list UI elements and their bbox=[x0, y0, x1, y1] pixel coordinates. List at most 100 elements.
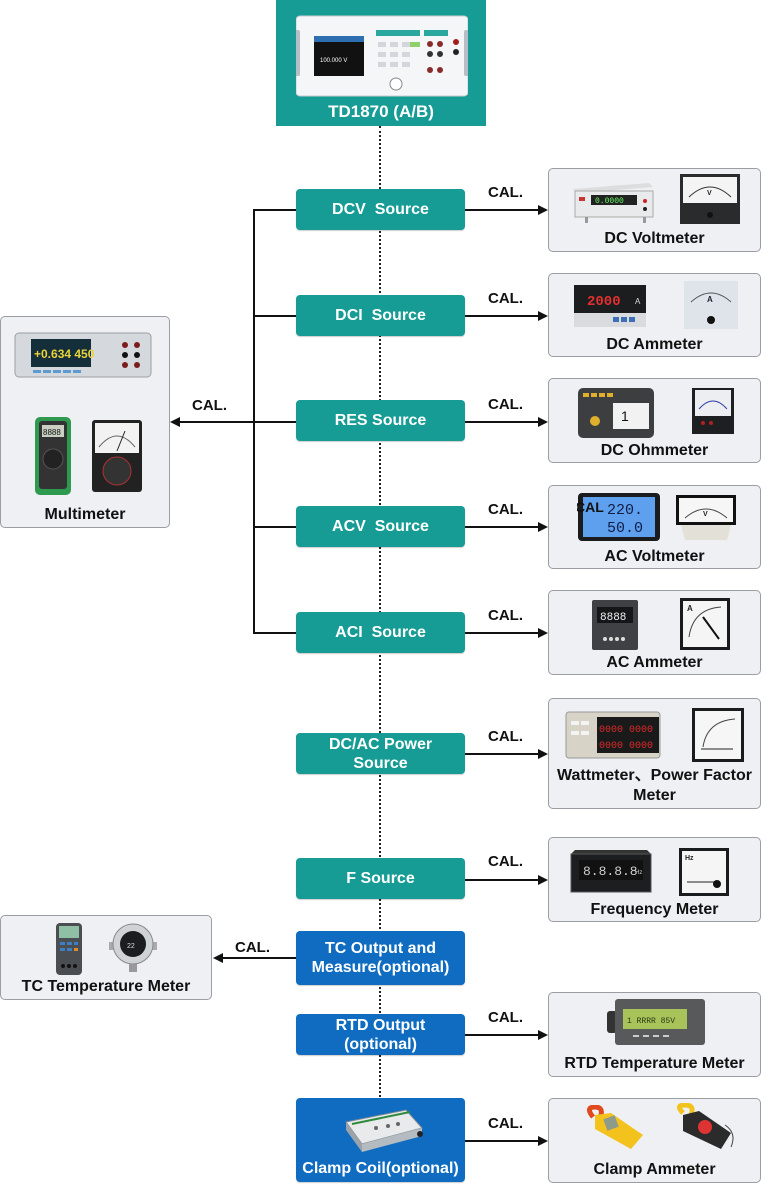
cal-label: CAL. bbox=[488, 396, 523, 413]
svg-text:Hz: Hz bbox=[635, 870, 642, 876]
analog-clamp-meter-image bbox=[677, 1103, 734, 1149]
svg-text:+0.634 450: +0.634 450 bbox=[34, 347, 95, 361]
card-label: Frequency Meter bbox=[590, 901, 719, 918]
analog-multimeter-image bbox=[92, 420, 142, 492]
source-aci[interactable]: ACI Source bbox=[296, 612, 465, 653]
svg-text:8888: 8888 bbox=[43, 428, 61, 437]
cal-connector bbox=[465, 632, 540, 634]
card-ac-voltmeter[interactable]: 220. 50.0 CAL V AC Voltmeter bbox=[548, 485, 761, 569]
svg-text:V: V bbox=[703, 511, 708, 518]
arrow-left-icon bbox=[170, 417, 180, 427]
card-ac-ammeter[interactable]: 8888 A AC Ammeter bbox=[548, 590, 761, 675]
cal-connector bbox=[465, 753, 540, 755]
calibrator-device-image: 100.000 V bbox=[296, 15, 468, 97]
handheld-multimeter-image: 8888 bbox=[35, 417, 71, 495]
cal-label: CAL. bbox=[488, 1115, 523, 1132]
card-dc-ammeter[interactable]: 2000 A A DC Ammeter bbox=[548, 273, 761, 357]
card-label: Wattmeter、Power Factor bbox=[556, 767, 752, 784]
bracket-tick bbox=[253, 421, 296, 423]
svg-text:8888: 8888 bbox=[600, 612, 626, 624]
dc-ohmmeter-digital-image: 1 bbox=[578, 388, 654, 438]
svg-text:Hz: Hz bbox=[685, 855, 694, 862]
cal-connector bbox=[465, 315, 540, 317]
rtd-meter-image: 1 RRRR 85V bbox=[607, 999, 705, 1045]
cal-label: CAL. bbox=[488, 290, 523, 307]
source-rtd-output[interactable]: RTD Output(optional) bbox=[296, 1014, 465, 1055]
frequency-meter-digital-image: 8.8.8.8 Hz bbox=[570, 850, 652, 893]
card-tc-temperature-meter[interactable]: 22 TC Temperature Meter bbox=[0, 915, 212, 1000]
card-wattmeter[interactable]: 0000 0000 0000 0000 Wattmeter、Power Fact… bbox=[548, 698, 761, 809]
cal-connector bbox=[465, 1140, 540, 1142]
source-acv[interactable]: ACV Source bbox=[296, 506, 465, 547]
device-panel: 100.000 V TD1870 (A/B) bbox=[276, 0, 486, 126]
arrow-left-icon bbox=[213, 953, 223, 963]
dc-ammeter-digital-image: 2000 A bbox=[574, 285, 646, 327]
temperature-transmitter-image: 22 bbox=[109, 923, 157, 972]
card-label: AC Ammeter bbox=[606, 654, 703, 671]
ac-ammeter-digital-image: 8888 bbox=[592, 600, 638, 650]
svg-text:2000: 2000 bbox=[587, 294, 621, 310]
source-f[interactable]: F Source bbox=[296, 858, 465, 899]
bench-multimeter-image: +0.634 450 bbox=[14, 332, 152, 378]
source-clamp-coil[interactable]: Clamp Coil(optional) bbox=[296, 1098, 465, 1182]
cal-label: CAL. bbox=[488, 728, 523, 745]
card-label: DC Ammeter bbox=[606, 336, 703, 353]
dc-ammeter-analog-image: A bbox=[684, 281, 738, 329]
svg-text:0000: 0000 bbox=[629, 725, 653, 736]
wattmeter-image: 0000 0000 0000 0000 bbox=[565, 711, 661, 759]
multimeter-link bbox=[178, 421, 254, 423]
source-res[interactable]: RES Source bbox=[296, 400, 465, 441]
arrow-right-icon bbox=[538, 522, 548, 532]
bracket-tick bbox=[253, 632, 296, 634]
svg-text:22: 22 bbox=[127, 943, 135, 950]
svg-text:CAL: CAL bbox=[577, 499, 604, 515]
svg-text:A: A bbox=[635, 297, 641, 306]
bracket-tick bbox=[253, 209, 296, 211]
svg-text:A: A bbox=[707, 295, 713, 304]
svg-text:V: V bbox=[707, 190, 712, 197]
svg-text:50.0: 50.0 bbox=[607, 520, 643, 537]
card-dc-voltmeter[interactable]: 0.0000 V DC Voltmeter bbox=[548, 168, 761, 252]
card-label: Clamp Ammeter bbox=[593, 1161, 716, 1178]
arrow-right-icon bbox=[538, 749, 548, 759]
cal-label: CAL. bbox=[235, 939, 270, 956]
svg-text:0000: 0000 bbox=[629, 741, 653, 752]
cal-connector bbox=[465, 209, 540, 211]
svg-text:8.8.8.8: 8.8.8.8 bbox=[583, 864, 638, 879]
arrow-right-icon bbox=[538, 417, 548, 427]
card-multimeter[interactable]: +0.634 450 8888 Multimeter bbox=[0, 316, 170, 528]
cal-connector bbox=[465, 1034, 540, 1036]
card-label: AC Voltmeter bbox=[604, 548, 705, 565]
arrow-right-icon bbox=[538, 1136, 548, 1146]
ac-voltmeter-digital-image: 220. 50.0 CAL bbox=[577, 493, 660, 541]
card-rtd-temperature-meter[interactable]: 1 RRRR 85V RTD Temperature Meter bbox=[548, 992, 761, 1077]
dc-ohmmeter-analog-image bbox=[692, 388, 734, 434]
svg-text:0.0000: 0.0000 bbox=[595, 197, 624, 206]
source-dci[interactable]: DCI Source bbox=[296, 295, 465, 336]
cal-connector bbox=[465, 526, 540, 528]
card-dc-ohmmeter[interactable]: 1 DC Ohmmeter bbox=[548, 378, 761, 463]
bracket-tick bbox=[253, 526, 296, 528]
ac-ammeter-analog-image: A bbox=[680, 598, 730, 650]
arrow-right-icon bbox=[538, 875, 548, 885]
svg-text:1: 1 bbox=[621, 408, 629, 424]
frequency-meter-analog-image: Hz bbox=[679, 848, 729, 896]
card-frequency-meter[interactable]: 8.8.8.8 Hz Hz Frequency Meter bbox=[548, 837, 761, 922]
arrow-right-icon bbox=[538, 1030, 548, 1040]
cal-label: CAL. bbox=[192, 397, 227, 414]
card-label: Meter bbox=[633, 787, 676, 804]
card-clamp-ammeter[interactable]: Clamp Ammeter bbox=[548, 1098, 761, 1183]
clamp-coil-image bbox=[345, 1109, 423, 1152]
source-dcv[interactable]: DCV Source bbox=[296, 189, 465, 230]
svg-text:100.000 V: 100.000 V bbox=[320, 58, 347, 64]
dc-voltmeter-digital-image: 0.0000 bbox=[573, 183, 654, 223]
cal-label: CAL. bbox=[488, 1009, 523, 1026]
cal-label: CAL. bbox=[488, 853, 523, 870]
cal-label: CAL. bbox=[488, 501, 523, 518]
card-label: RTD Temperature Meter bbox=[564, 1055, 745, 1072]
cal-connector bbox=[465, 879, 540, 881]
arrow-right-icon bbox=[538, 311, 548, 321]
svg-text:A: A bbox=[687, 604, 693, 613]
